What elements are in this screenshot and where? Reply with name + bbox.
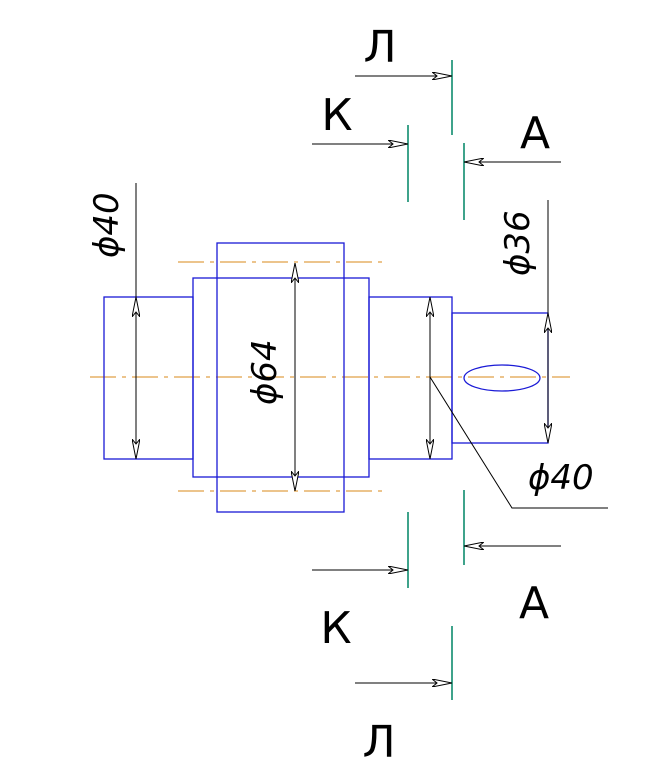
dim-text-shaft-end: ϕ36: [498, 210, 538, 276]
keyway: [463, 364, 541, 392]
section-labels: Л Л К К А А: [320, 22, 550, 768]
dimension-lines: [136, 183, 608, 509]
section-planes: [407, 60, 465, 700]
label-a-top: А: [520, 108, 550, 159]
dim-right-leader: [429, 376, 608, 509]
dim-text-left-journal: ϕ40: [87, 192, 127, 258]
label-l-bottom: Л: [362, 717, 395, 768]
dim-text-right-journal: ϕ40: [528, 458, 594, 498]
view-arrows: [312, 76, 561, 683]
dim-text-gear: ϕ64: [245, 339, 285, 405]
dimension-values: ϕ40 ϕ64 ϕ36 ϕ40: [87, 192, 594, 498]
shaft-outline: [103, 242, 549, 513]
label-k-top: К: [321, 90, 352, 141]
gear-rim: [216, 242, 345, 513]
left-journal: [103, 296, 194, 460]
right-journal: [368, 296, 453, 460]
shaft-end: [451, 312, 549, 444]
center-lines: [90, 261, 570, 492]
label-a-bottom: А: [519, 578, 549, 629]
label-l-top: Л: [363, 22, 396, 73]
label-k-bottom: К: [320, 603, 351, 654]
